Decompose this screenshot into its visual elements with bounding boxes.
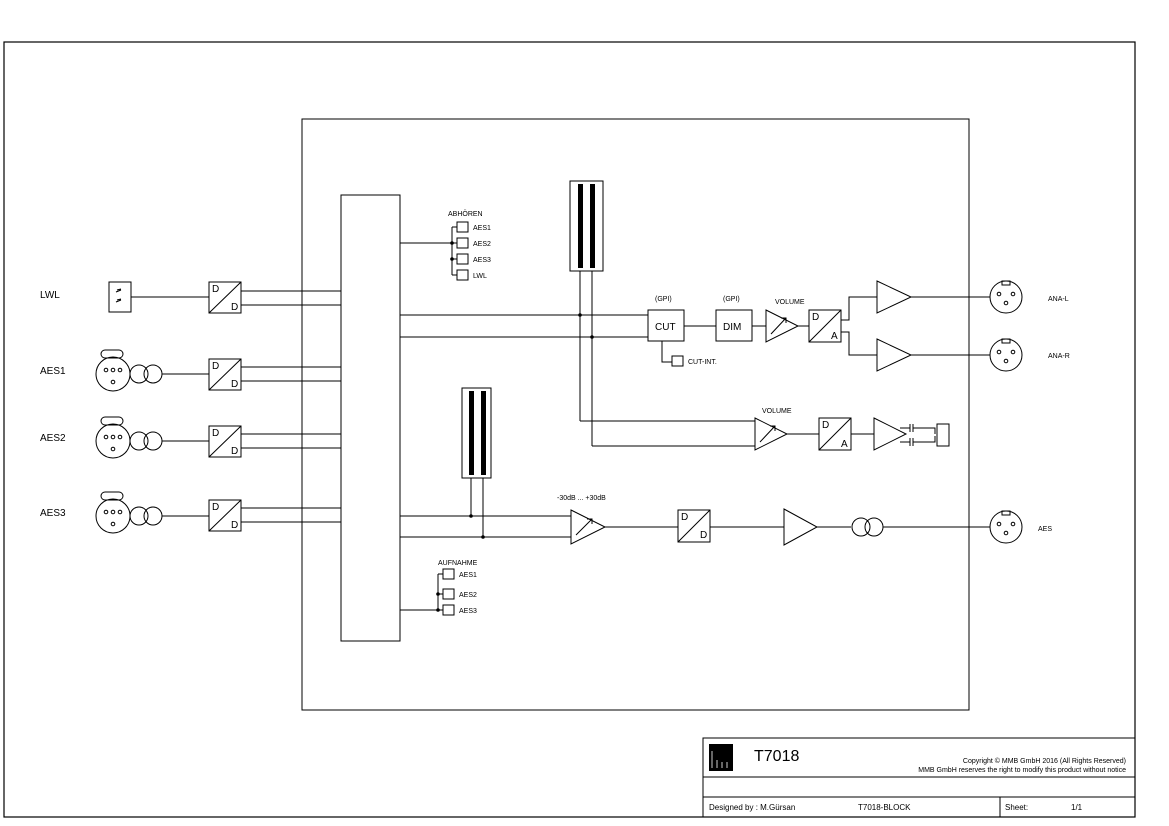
- mmb-logo-icon: [709, 744, 733, 771]
- dim-label: DIM: [723, 322, 741, 333]
- headphone-amp: [873, 417, 908, 451]
- xlr-output-ana-l-icon: [989, 280, 1023, 314]
- xlr-output-ana-r-icon: [989, 338, 1023, 372]
- xlr-output-aes-icon: [989, 510, 1023, 544]
- record-option: AES2: [459, 592, 477, 599]
- output-transformer-icon: [851, 517, 871, 537]
- conv-letter: D: [812, 312, 819, 323]
- converter-dd-aes1: [208, 358, 242, 391]
- transformer-icon: [129, 431, 149, 451]
- level-meter-lower: [461, 387, 492, 479]
- cut-label: CUT: [655, 322, 676, 333]
- input-label-aes2: AES2: [40, 433, 66, 444]
- output-label-aes: AES: [1038, 526, 1052, 533]
- monitor-option: AES3: [473, 257, 491, 264]
- monitor-option: AES2: [473, 241, 491, 248]
- conv-letter: D: [822, 420, 829, 431]
- conv-letter: D: [212, 361, 219, 372]
- input-label-aes1: AES1: [40, 366, 66, 377]
- volume-label-monitor: VOLUME: [775, 299, 805, 306]
- level-meter-upper: [569, 180, 604, 272]
- gain-amp-record: [570, 509, 607, 545]
- conv-letter: D: [700, 530, 707, 541]
- volume-amp-headphone: [754, 417, 789, 451]
- sheet-value: 1/1: [1071, 803, 1083, 812]
- converter-dd-aes2: [208, 425, 242, 458]
- optical-connector-icon: [108, 281, 132, 313]
- conv-letter: D: [231, 302, 238, 313]
- input-label-aes3: AES3: [40, 508, 66, 519]
- notice-text: MMB GmbH reserves the right to modify th…: [918, 767, 1126, 774]
- copyright-text: Copyright © MMB GmbH 2016 (All Rights Re…: [963, 757, 1126, 765]
- sheet-label: Sheet:: [1005, 803, 1028, 812]
- conv-letter: A: [841, 439, 848, 450]
- conv-letter: D: [231, 379, 238, 390]
- model-number: T7018: [754, 748, 799, 765]
- monitor-option: AES1: [473, 225, 491, 232]
- volume-amp-monitor: [765, 309, 800, 343]
- converter-dd-record: [677, 509, 711, 543]
- output-amp-ana-r: [876, 338, 913, 372]
- conv-letter: D: [212, 284, 219, 295]
- record-option: AES3: [459, 608, 477, 615]
- aes-output-amp: [783, 508, 819, 546]
- converter-da-monitor: [808, 309, 842, 343]
- xlr-connector-icon: [95, 491, 131, 534]
- input-label-lwl: LWL: [40, 290, 60, 301]
- gpi-label: (GPI): [655, 296, 672, 303]
- monitor-option: LWL: [473, 273, 487, 280]
- routing-matrix: [340, 194, 401, 642]
- drawing-number: T7018-BLOCK: [858, 803, 911, 812]
- record-option: AES1: [459, 572, 477, 579]
- gpi-label: (GPI): [723, 296, 740, 303]
- transformer-icon: [129, 364, 149, 384]
- output-amp-ana-l: [876, 280, 913, 314]
- xlr-connector-icon: [95, 349, 131, 392]
- output-label-ana-r: ANA-R: [1048, 353, 1070, 360]
- converter-dd-lwl: [208, 281, 242, 314]
- cut-int-label: CUT-INT.: [688, 359, 717, 366]
- output-label-ana-l: ANA-L: [1048, 296, 1069, 303]
- xlr-connector-icon: [95, 416, 131, 459]
- monitor-select-title: ABHÖREN: [448, 210, 483, 218]
- conv-letter: D: [231, 446, 238, 457]
- volume-label-headphone: VOLUME: [762, 408, 792, 415]
- designer-text: Designed by : M.Gürsan: [709, 803, 795, 812]
- converter-dd-aes3: [208, 499, 242, 532]
- record-select-title: AUFNAHME: [438, 560, 478, 567]
- gain-range-label: -30dB ... +30dB: [557, 495, 606, 502]
- conv-letter: D: [212, 428, 219, 439]
- device-enclosure: [301, 118, 970, 711]
- conv-letter: D: [231, 520, 238, 531]
- conv-letter: D: [681, 512, 688, 523]
- transformer-icon: [129, 506, 149, 526]
- conv-letter: D: [212, 502, 219, 513]
- drawing-frame: [3, 41, 1136, 818]
- headphone-jack-icon: [936, 423, 950, 447]
- conv-letter: A: [831, 331, 838, 342]
